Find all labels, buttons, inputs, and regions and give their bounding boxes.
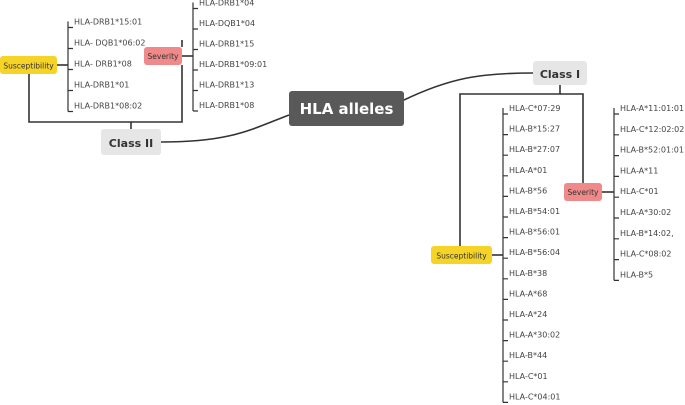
class-i-susceptibility-tag: Susceptibility [431, 246, 492, 264]
class-ii-susceptibility-label: Susceptibility [3, 62, 54, 71]
class-ii-susceptibility-allele-bracket [67, 21, 73, 113]
class-ii-severity-box [144, 47, 182, 65]
root-node: HLA alleles [289, 91, 404, 126]
class-ii-severity-stem [131, 65, 183, 123]
class-i-susceptibility-allele-item: HLA-B*38 [509, 269, 547, 278]
class-i-severity-allele-item: HLA-A*11 [620, 166, 658, 175]
root-to-class-i-line [403, 72, 534, 101]
class-ii-severity-allele-item: HLA-DRB1*09:01 [199, 60, 267, 69]
class-i-severity-allele-item: HLA-A*11:01:01:01 [620, 104, 685, 113]
class-i-severity-tag: Severity [564, 183, 602, 201]
class-i-severity-allele-item: HLA-B*52:01:01:02 [620, 146, 685, 155]
class-i-severity-box [564, 183, 602, 201]
class-i-susceptibility-frame [459, 85, 561, 246]
class-ii-severity-allele-item: HLA-DRB1*13 [199, 81, 254, 90]
class-i-susceptibility-allele-item: HLA-C*04:01 [509, 392, 560, 401]
class-ii-susceptibility-allele-item: HLA-DRB1*08:02 [74, 102, 142, 111]
class-i-susceptibility-allele-item: HLA-A*30:02 [509, 331, 560, 340]
class-ii-severity-allele-item: HLA-DRB1*08 [199, 101, 254, 110]
class-i-severity-label: Severity [568, 188, 600, 197]
class-ii-frame-line [28, 74, 132, 129]
class-i-label: Class I [540, 68, 580, 81]
class-i-susceptibility-allele-item: HLA-B*56:01 [509, 228, 560, 237]
class-ii-label: Class II [109, 137, 153, 150]
class-i-susceptibility-label: Susceptibility [436, 252, 487, 261]
class-ii-susceptibility-box [0, 56, 57, 74]
class-i-severity-allele-item: HLA-C*12:02:02:01 [620, 125, 685, 134]
class-ii-susceptibility-allele-item: HLA-DRB1*01 [74, 81, 129, 90]
connector-lines [28, 40, 614, 256]
class-i-severity-allele-item: HLA-C*08:02 [620, 250, 671, 259]
class-i-severity-allele-bracket [613, 108, 619, 281]
class-i-susceptibility-box [431, 246, 492, 264]
class-i-susceptibility-allele-item: HLA-B*27:07 [509, 145, 560, 154]
class-i-severity-allele-item: HLA-B*14:02, [620, 229, 674, 238]
class-ii-severity-allele-item: HLA-DQB1*04 [199, 19, 255, 28]
class-ii-severity-allele-bracket [192, 2, 198, 112]
class-ii-box [101, 129, 161, 155]
class-i-severity-stem [560, 93, 584, 183]
class-ii-susceptibility-tag: Susceptibility [0, 56, 57, 74]
class-i-severity-allele-item: HLA-C*01 [620, 187, 659, 196]
class-i-severity-allele-item: HLA-B*5 [620, 270, 653, 279]
class-ii-susceptibility-allele-item: HLA-DRB1*15:01 [74, 18, 142, 27]
class-i-susceptibility-allele-item: HLA-B*56 [509, 186, 547, 195]
root-box [289, 91, 404, 126]
class-ii-susceptibility-allele-item: HLA- DRB1*08 [74, 60, 132, 69]
class-ii-severity-tag: Severity [144, 47, 182, 65]
class-i-susceptibility-allele-item: HLA-A*68 [509, 289, 547, 298]
class-i-susceptibility-allele-item: HLA-A*01 [509, 166, 547, 175]
class-ii-severity-label: Severity [148, 52, 180, 61]
class-ii-node: Class II [101, 129, 161, 155]
class-ii-severity-allele-item: HLA-DRB1*15 [199, 40, 254, 49]
class-i-node: Class I [533, 61, 587, 85]
class-i-box [533, 61, 587, 85]
class-i-susceptibility-allele-item: HLA-B*15:27 [509, 125, 560, 134]
root-to-class-ii-line [160, 114, 290, 143]
class-i-susceptibility-allele-item: HLA-C*01 [509, 372, 548, 381]
class-i-susceptibility-allele-item: HLA-A*24 [509, 310, 547, 319]
root-label: HLA alleles [300, 100, 394, 118]
class-i-susceptibility-allele-item: HLA-B*44 [509, 351, 547, 360]
class-i-susceptibility-allele-bracket [502, 108, 508, 403]
class-i-susceptibility-allele-item: HLA-B*54:01 [509, 207, 560, 216]
class-i-susceptibility-allele-item: HLA-B*56:04 [509, 248, 560, 257]
class-ii-severity-allele-item: HLA-DRB1*04 [199, 0, 254, 8]
class-i-severity-allele-item: HLA-A*30:02 [620, 208, 671, 217]
class-ii-susceptibility-allele-item: HLA- DQB1*06:02 [74, 39, 145, 48]
class-i-susceptibility-allele-item: HLA-C*07:29 [509, 104, 560, 113]
